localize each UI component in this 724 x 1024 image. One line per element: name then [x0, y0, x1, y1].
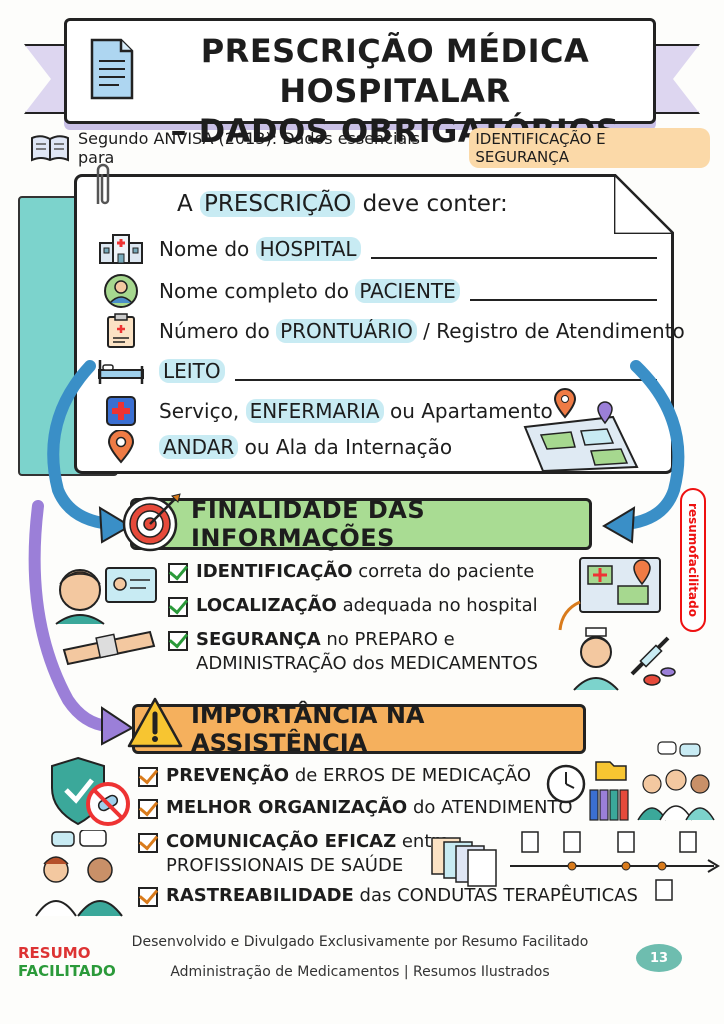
row-text: Nome do HOSPITAL	[159, 237, 361, 261]
row-text: Serviço, ENFERMARIA ou Apartamento	[159, 399, 553, 423]
map-pin-icon	[107, 430, 135, 464]
finalidade-item-1: IDENTIFICAÇÃO correta do paciente	[168, 560, 534, 584]
document-icon	[90, 38, 134, 100]
purple-arrow	[28, 500, 134, 746]
importancia-item-1: PREVENÇÃO de ERROS DE MEDICAÇÃO	[138, 764, 531, 788]
title-banner: PRESCRIÇÃO MÉDICA HOSPITALAR – DADOS OBR…	[64, 18, 656, 150]
page-fold	[612, 170, 678, 236]
side-watermark-tag: resumofacilitado	[680, 488, 706, 632]
subtitle-row: Segundo ANVISA (2013): Dados essenciais …	[30, 128, 710, 168]
subtitle-highlight: IDENTIFICAÇÃO E SEGURANÇA	[469, 128, 710, 168]
importancia-banner: IMPORTÂNCIA NA ASSISTÊNCIA	[132, 701, 586, 757]
title-line-1: PRESCRIÇÃO MÉDICA HOSPITALAR	[200, 32, 590, 110]
importancia-heading: IMPORTÂNCIA NA ASSISTÊNCIA	[191, 701, 425, 757]
blue-arrow-left	[47, 360, 132, 544]
page-number-badge: 13	[636, 944, 682, 972]
subtitle-text: Segundo ANVISA (2013): Dados essenciais …	[77, 129, 421, 167]
card-heading-suffix: deve conter:	[362, 191, 508, 217]
checkbox-icon	[168, 631, 188, 651]
checkbox-icon	[138, 833, 158, 853]
hospital-icon	[99, 234, 143, 264]
row-text: Número do PRONTUÁRIO / Registro de Atend…	[159, 319, 685, 343]
finalidade-item-2: LOCALIZAÇÃO adequada no hospital	[168, 594, 538, 618]
paperclip-icon	[96, 163, 110, 205]
card-heading-prefix: A	[177, 191, 193, 217]
row-text: LEITO	[159, 359, 225, 383]
shield-no-pill-illustration	[51, 756, 130, 826]
importancia-item-4: RASTREABILIDADE das CONDUTAS TERAPÊUTICA…	[138, 884, 638, 908]
importancia-item-2: MELHOR ORGANIZAÇÃO do ATENDIMENTO	[138, 796, 573, 820]
card-heading: A PRESCRIÇÃO deve conter:	[177, 191, 508, 217]
footer-credit: Desenvolvido e Divulgado Exclusivamente …	[131, 934, 589, 950]
patient-icon	[104, 274, 138, 308]
card-row-hospital: Nome do HOSPITAL	[97, 231, 657, 267]
documents-timeline-illustration	[431, 831, 720, 901]
checkbox-icon	[138, 887, 158, 907]
row-text: Nome completo do PACIENTE	[159, 279, 460, 303]
fill-line	[234, 361, 657, 381]
clipboard-icon	[107, 313, 135, 348]
fill-line	[370, 239, 657, 259]
card-row-andar: ANDAR ou Ala da Internação	[97, 429, 537, 465]
blue-arrow-right	[602, 360, 685, 544]
professionals-illustration	[35, 830, 123, 917]
medical-cross-icon	[106, 396, 136, 426]
bed-icon	[98, 360, 144, 384]
open-book-icon	[30, 135, 69, 162]
floor-map-illustration	[523, 388, 639, 473]
checkbox-icon	[168, 597, 188, 617]
warning-icon	[127, 697, 183, 748]
checkbox-icon	[138, 799, 158, 819]
row-text: ANDAR ou Ala da Internação	[159, 435, 452, 459]
fill-line	[469, 281, 657, 301]
brand-logo: RESUMO FACILITADO	[18, 944, 116, 980]
footer-subject: Administração de Medicamentos | Resumos …	[170, 964, 550, 980]
finalidade-banner: FINALIDADE DAS INFORMAÇÕES	[130, 496, 592, 552]
finalidade-heading: FINALIDADE DAS INFORMAÇÕES	[191, 496, 426, 552]
patient-id-illustration	[55, 567, 157, 666]
clock-folders-team-illustration	[546, 741, 715, 821]
card-row-prontuario: Número do PRONTUÁRIO / Registro de Atend…	[97, 313, 685, 349]
nurse-map-illustration	[558, 557, 676, 691]
card-row-leito: LEITO	[97, 353, 657, 389]
card-row-enfermaria: Serviço, ENFERMARIA ou Apartamento	[97, 393, 553, 429]
card-row-patient: Nome completo do PACIENTE	[97, 273, 657, 309]
checkbox-icon	[138, 767, 158, 787]
checkbox-icon	[168, 563, 188, 583]
target-icon	[122, 493, 181, 552]
card-heading-highlight: PRESCRIÇÃO	[200, 191, 356, 217]
prescription-card: A PRESCRIÇÃO deve conter: Nome do HOSPIT…	[74, 170, 685, 474]
